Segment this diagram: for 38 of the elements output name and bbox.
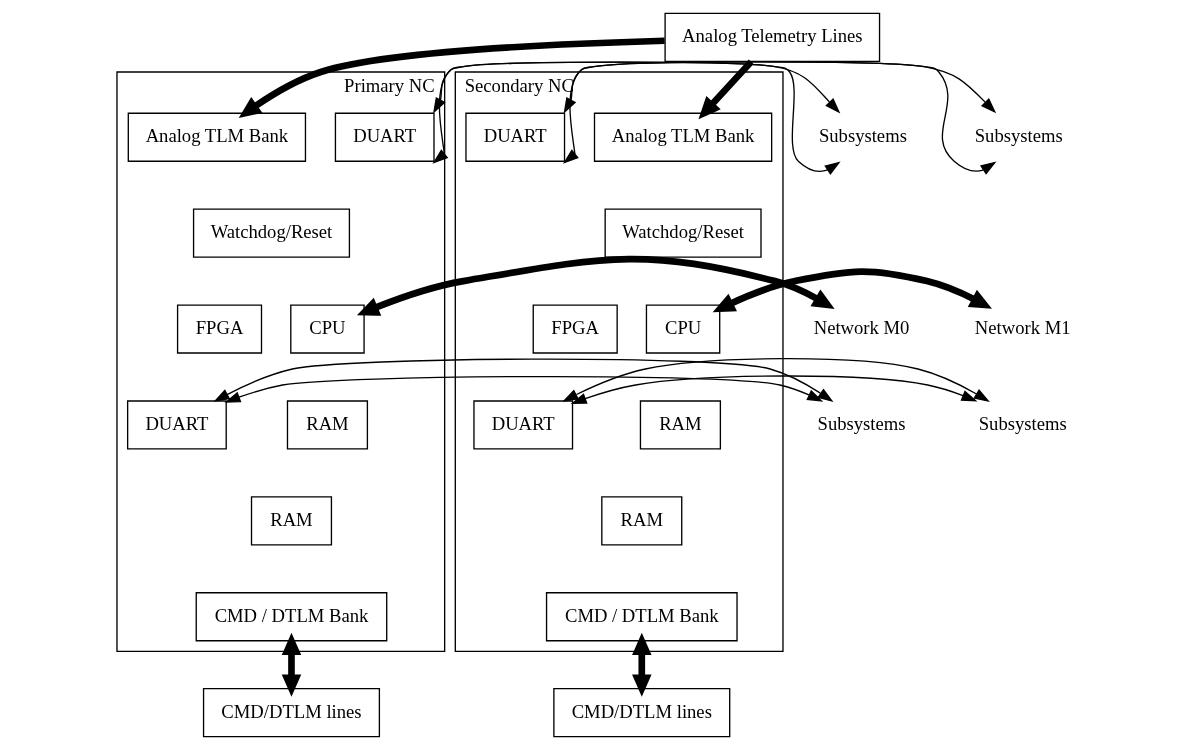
node-box: RAM — [250, 496, 333, 546]
node-box: FPGA — [532, 304, 618, 354]
arrow — [281, 632, 302, 697]
arrow — [632, 632, 652, 697]
node-box: CPU — [290, 304, 365, 354]
node-box: DUART — [465, 112, 566, 162]
node-box: Watchdog/Reset — [604, 208, 762, 258]
node-box: DUART — [473, 400, 574, 450]
node-text: Network M0 — [813, 316, 910, 338]
arrow — [356, 255, 835, 316]
arrow — [570, 375, 978, 404]
node-box: CMD / DTLM Bank — [545, 592, 738, 642]
node-box: DUART — [334, 112, 435, 162]
node-box: CPU — [645, 304, 721, 354]
node-box: Analog TLM Bank — [593, 112, 773, 162]
node-box: RAM — [601, 496, 683, 546]
arrow — [238, 37, 665, 118]
node-text: Subsystems — [974, 125, 1063, 147]
arrow — [432, 61, 841, 175]
node-box: CMD/DTLM lines — [202, 688, 381, 738]
node-box: DUART — [126, 400, 227, 450]
node-text: Subsystems — [978, 412, 1067, 434]
node-text: Network M1 — [974, 316, 1071, 338]
arrow — [562, 358, 990, 402]
arrow — [698, 59, 754, 120]
node-box: CMD / DTLM Bank — [195, 592, 388, 642]
node-text: Subsystems — [818, 125, 907, 147]
node-box: RAM — [639, 400, 722, 450]
arrow — [712, 268, 992, 313]
node-text: Subsystems — [817, 412, 906, 434]
node-box: Analog TLM Bank — [127, 112, 307, 162]
node-box: Analog Telemetry Lines — [664, 12, 881, 62]
arrow — [213, 358, 834, 403]
node-box: RAM — [286, 400, 369, 450]
node-box: CMD/DTLM lines — [553, 688, 731, 738]
arrow — [224, 375, 824, 403]
node-box: Watchdog/Reset — [192, 208, 351, 258]
node-box: FPGA — [176, 304, 263, 354]
